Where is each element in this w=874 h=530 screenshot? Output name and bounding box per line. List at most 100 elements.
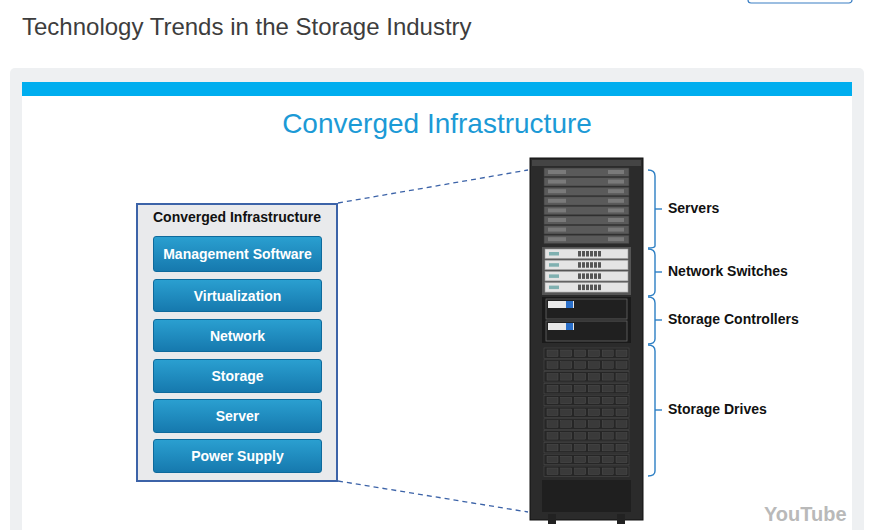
page-title: Technology Trends in the Storage Industr… xyxy=(22,13,472,41)
drive-bay xyxy=(616,362,627,369)
drive-bay xyxy=(588,397,599,404)
drive-shelf xyxy=(544,419,629,430)
drive-bay xyxy=(575,409,586,416)
switch-unit xyxy=(545,283,628,293)
layer-label: Power Supply xyxy=(191,448,284,464)
switch-led xyxy=(549,252,559,256)
server-vent xyxy=(548,228,566,232)
drive-bay xyxy=(588,444,599,451)
layer-label: Virtualization xyxy=(194,288,282,304)
layer-box: Storage xyxy=(153,359,322,393)
switch-unit xyxy=(545,249,628,259)
drive-bay xyxy=(561,433,572,440)
layer-box: Power Supply xyxy=(153,439,322,473)
drive-shelf xyxy=(544,407,629,418)
drive-bay xyxy=(588,433,599,440)
drive-bay xyxy=(616,444,627,451)
server-vent xyxy=(608,237,624,241)
layer-box: Virtualization xyxy=(153,279,322,312)
switch-unit xyxy=(545,271,628,281)
server-vent xyxy=(608,170,624,174)
switch-port xyxy=(598,251,601,257)
drive-shelf xyxy=(544,466,629,477)
server-unit xyxy=(544,235,629,243)
server-unit xyxy=(544,178,629,186)
video-panel xyxy=(10,68,864,530)
drive-bay xyxy=(616,374,627,381)
drive-bay xyxy=(561,385,572,392)
layer-label: Management Software xyxy=(163,246,312,262)
switch-port xyxy=(598,285,601,291)
drive-bay xyxy=(575,397,586,404)
switch-port xyxy=(590,262,593,268)
drive-bay xyxy=(588,362,599,369)
zoom-lines xyxy=(338,170,528,512)
drive-bay xyxy=(588,421,599,428)
layer-label: Network xyxy=(210,328,265,344)
switch-port xyxy=(590,251,593,257)
drive-bay xyxy=(561,468,572,475)
drive-shelf xyxy=(544,454,629,465)
switch-port xyxy=(586,273,589,279)
switch-port xyxy=(578,273,581,279)
drive-bay xyxy=(602,362,613,369)
switch-port xyxy=(594,273,597,279)
slide-title: Converged Infrastructure xyxy=(22,108,852,140)
server-vent xyxy=(548,189,566,193)
drive-bay xyxy=(561,374,572,381)
switch-port xyxy=(594,285,597,291)
drive-bay xyxy=(547,433,558,440)
drive-bay xyxy=(547,385,558,392)
drive-bay xyxy=(588,468,599,475)
drive-bay xyxy=(602,421,613,428)
drive-bay xyxy=(547,362,558,369)
server-unit xyxy=(544,187,629,195)
drive-shelf xyxy=(544,383,629,394)
switch-port xyxy=(578,251,581,257)
drive-bay xyxy=(588,350,599,357)
drive-bay xyxy=(602,444,613,451)
server-vent xyxy=(608,208,624,212)
server-vent xyxy=(548,180,566,184)
server-vent xyxy=(548,218,566,222)
drive-bay xyxy=(588,385,599,392)
switch-port xyxy=(582,251,585,257)
switch-port xyxy=(586,251,589,257)
drive-bay xyxy=(616,397,627,404)
rack-part-label: Storage Drives xyxy=(668,401,767,417)
drive-bay xyxy=(616,350,627,357)
button-edge xyxy=(748,0,852,3)
switch-port xyxy=(590,285,593,291)
switch-units xyxy=(545,249,628,292)
switch-port xyxy=(586,262,589,268)
drive-bay xyxy=(575,456,586,463)
server-units xyxy=(544,168,629,244)
drive-bay xyxy=(616,385,627,392)
drive-bay xyxy=(575,385,586,392)
bracket xyxy=(648,170,662,476)
server-unit xyxy=(544,197,629,205)
layer-label: Storage xyxy=(211,368,263,384)
drive-bay xyxy=(561,421,572,428)
slide-ground xyxy=(22,82,852,530)
drive-bay xyxy=(575,444,586,451)
server-vent xyxy=(608,180,624,184)
drive-bay xyxy=(547,397,558,404)
group-heading: Converged Infrastructure xyxy=(138,205,336,225)
layer-box: Server xyxy=(153,399,322,433)
drive-bay xyxy=(547,468,558,475)
server-unit xyxy=(544,168,629,176)
rack-picture xyxy=(530,158,643,524)
drive-bay xyxy=(602,374,613,381)
drive-bay xyxy=(588,409,599,416)
top-bar xyxy=(22,82,852,96)
switch-port xyxy=(578,285,581,291)
drive-bay xyxy=(561,456,572,463)
drive-shelf xyxy=(544,431,629,442)
server-vent xyxy=(548,170,566,174)
layer-label: Server xyxy=(216,408,260,424)
switch-port xyxy=(594,251,597,257)
drive-bay xyxy=(575,350,586,357)
switch-led xyxy=(549,286,559,290)
drive-bay xyxy=(588,456,599,463)
